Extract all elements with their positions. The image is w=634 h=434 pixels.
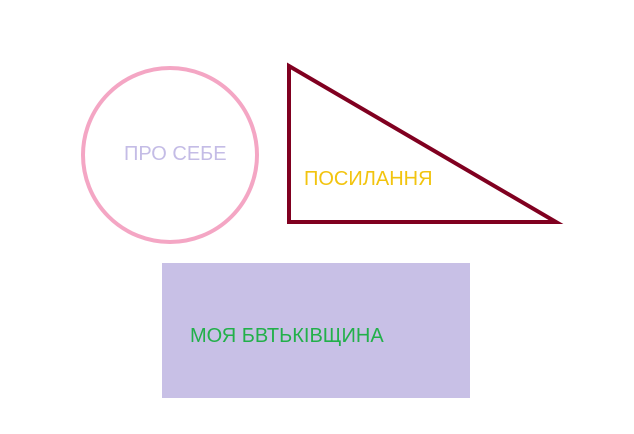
my-homeland-label: МОЯ БВТЬКІВЩИНА (190, 325, 384, 347)
about-me-label: ПРО СЕБЕ (124, 143, 227, 165)
links-label: ПОСИЛАННЯ (304, 168, 433, 190)
homeland-rectangle (162, 263, 470, 398)
links-link[interactable] (286, 64, 560, 226)
about-circle (81, 66, 259, 244)
links-triangle (287, 62, 564, 224)
